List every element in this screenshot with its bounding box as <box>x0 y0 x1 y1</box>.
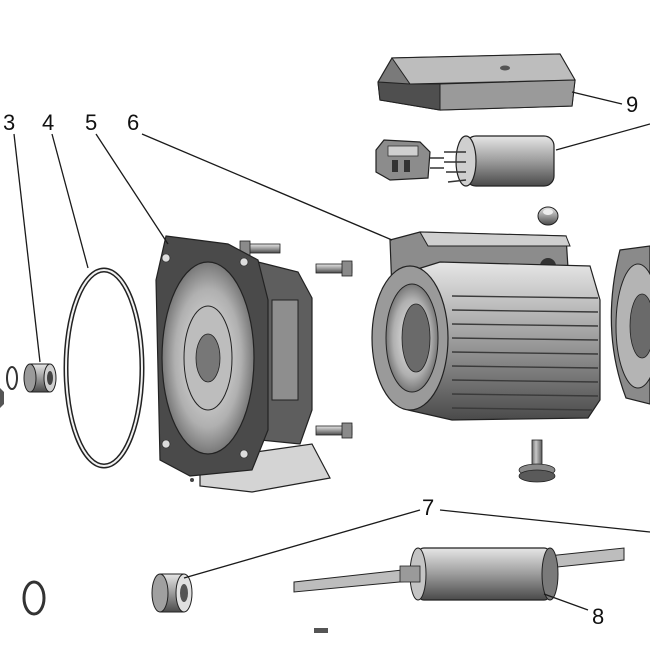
terminal-box-cover <box>377 53 576 111</box>
mechanical-seal <box>0 363 57 408</box>
callout-8: 8 <box>592 604 605 629</box>
leader-line-capacitor <box>555 123 650 151</box>
leader-line-3 <box>13 133 41 363</box>
key-fragment <box>314 628 328 633</box>
leader-line-6 <box>141 133 393 241</box>
leader-line-8 <box>543 593 589 611</box>
callout-3: 3 <box>3 110 16 135</box>
leader-line-5 <box>95 133 169 245</box>
mounting-foot <box>518 439 556 483</box>
leader-line-9 <box>571 91 623 105</box>
rotor-shaft <box>293 547 625 601</box>
bolts <box>239 240 353 439</box>
washer <box>22 580 46 616</box>
callout-9: 9 <box>626 92 639 117</box>
bolt <box>315 260 353 277</box>
callout-6: 6 <box>127 110 140 135</box>
pump-bracket <box>155 235 331 493</box>
bolt <box>315 422 353 439</box>
callout-4: 4 <box>42 110 55 135</box>
o-ring <box>63 267 145 469</box>
callout-7: 7 <box>422 495 435 520</box>
bearing <box>151 573 193 613</box>
callout-5: 5 <box>85 110 98 135</box>
terminal-block <box>375 139 444 181</box>
motor-housing <box>371 231 601 421</box>
rear-end-cover <box>610 245 650 405</box>
leader-line-7b <box>439 509 650 533</box>
capacitor <box>444 135 555 187</box>
leader-line-7a <box>183 509 421 579</box>
cooling-fins <box>451 295 599 411</box>
leader-lines <box>13 91 650 611</box>
leader-line-4 <box>51 133 89 269</box>
cable-gland <box>537 206 559 226</box>
